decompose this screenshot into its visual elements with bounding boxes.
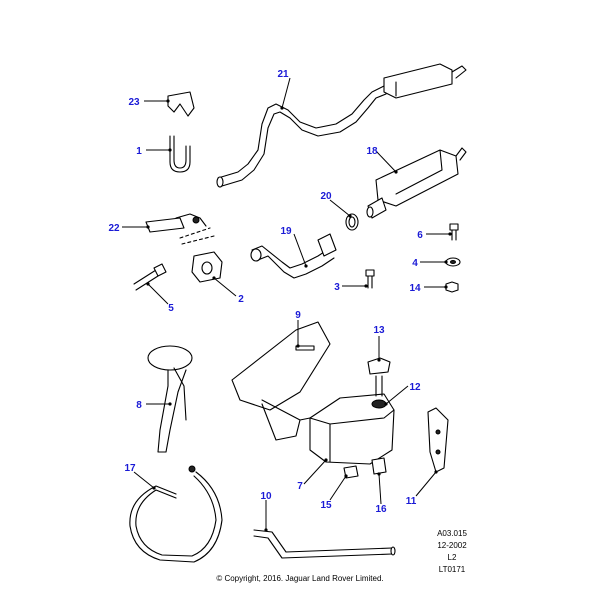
front-pipe-part-19[interactable] bbox=[250, 233, 337, 279]
callout-1[interactable]: 1 bbox=[136, 146, 142, 157]
callout-17[interactable]: 17 bbox=[124, 463, 136, 474]
callout-16[interactable]: 16 bbox=[375, 504, 387, 515]
callout-21[interactable]: 21 bbox=[277, 69, 289, 80]
reservoir-tank-part-7[interactable] bbox=[309, 393, 395, 465]
connector-part-16[interactable] bbox=[371, 457, 387, 475]
callout-numbers: 21 23 1 18 20 22 19 6 4 14 3 2 5 9 13 12… bbox=[108, 69, 423, 515]
rubber-mount-part-2[interactable] bbox=[191, 251, 223, 283]
nut-part-14[interactable] bbox=[445, 281, 459, 293]
bolt-part-3[interactable] bbox=[365, 269, 375, 289]
callout-5[interactable]: 5 bbox=[168, 303, 174, 314]
centre-silencer-part-18[interactable] bbox=[366, 147, 467, 219]
breather-pipe-part-10[interactable] bbox=[253, 529, 396, 559]
callout-6[interactable]: 6 bbox=[417, 230, 423, 241]
illustration-number: LT0171 bbox=[439, 565, 466, 574]
filler-neck-part-8[interactable] bbox=[147, 345, 193, 453]
hose-part-17[interactable] bbox=[129, 465, 223, 563]
tail-pipe-part-21[interactable] bbox=[216, 63, 467, 188]
callout-3[interactable]: 3 bbox=[334, 282, 340, 293]
cap-seal-part-12[interactable] bbox=[371, 375, 387, 409]
u-bolt-part-1[interactable] bbox=[169, 135, 191, 173]
callout-14[interactable]: 14 bbox=[409, 283, 421, 294]
leader-lines bbox=[122, 77, 452, 532]
callout-23[interactable]: 23 bbox=[128, 97, 140, 108]
mounting-bracket-part-23[interactable] bbox=[167, 91, 195, 117]
callout-8[interactable]: 8 bbox=[136, 400, 142, 411]
callout-12[interactable]: 12 bbox=[409, 382, 421, 393]
copyright-notice: © Copyright, 2016. Jaguar Land Rover Lim… bbox=[216, 574, 384, 583]
clamp-ring-part-20[interactable] bbox=[345, 213, 359, 231]
diagram-ref: A03.015 bbox=[437, 529, 467, 538]
reference-info-block: A03.015 12-2002 L2 LT0171 bbox=[437, 529, 467, 574]
diagram-level: L2 bbox=[448, 553, 457, 562]
callout-19[interactable]: 19 bbox=[280, 226, 292, 237]
callout-13[interactable]: 13 bbox=[373, 325, 385, 336]
callout-11[interactable]: 11 bbox=[406, 496, 417, 507]
diagram-date: 12-2002 bbox=[437, 541, 467, 550]
callout-20[interactable]: 20 bbox=[320, 191, 332, 202]
callout-2[interactable]: 2 bbox=[238, 294, 244, 305]
callout-22[interactable]: 22 bbox=[108, 223, 120, 234]
tank-bracket-part-11[interactable] bbox=[427, 407, 449, 473]
callout-10[interactable]: 10 bbox=[260, 491, 272, 502]
washer-part-4[interactable] bbox=[445, 257, 461, 267]
bracket-plate-part-9[interactable] bbox=[231, 321, 331, 441]
callout-18[interactable]: 18 bbox=[366, 146, 378, 157]
bolt-part-6[interactable] bbox=[449, 223, 459, 241]
callout-4[interactable]: 4 bbox=[412, 258, 418, 269]
callout-9[interactable]: 9 bbox=[295, 310, 301, 321]
filler-cap-part-13[interactable] bbox=[367, 357, 391, 375]
callout-15[interactable]: 15 bbox=[320, 500, 332, 511]
rubber-mount-bracket-part-22[interactable] bbox=[145, 213, 215, 245]
callout-7[interactable]: 7 bbox=[297, 481, 303, 492]
